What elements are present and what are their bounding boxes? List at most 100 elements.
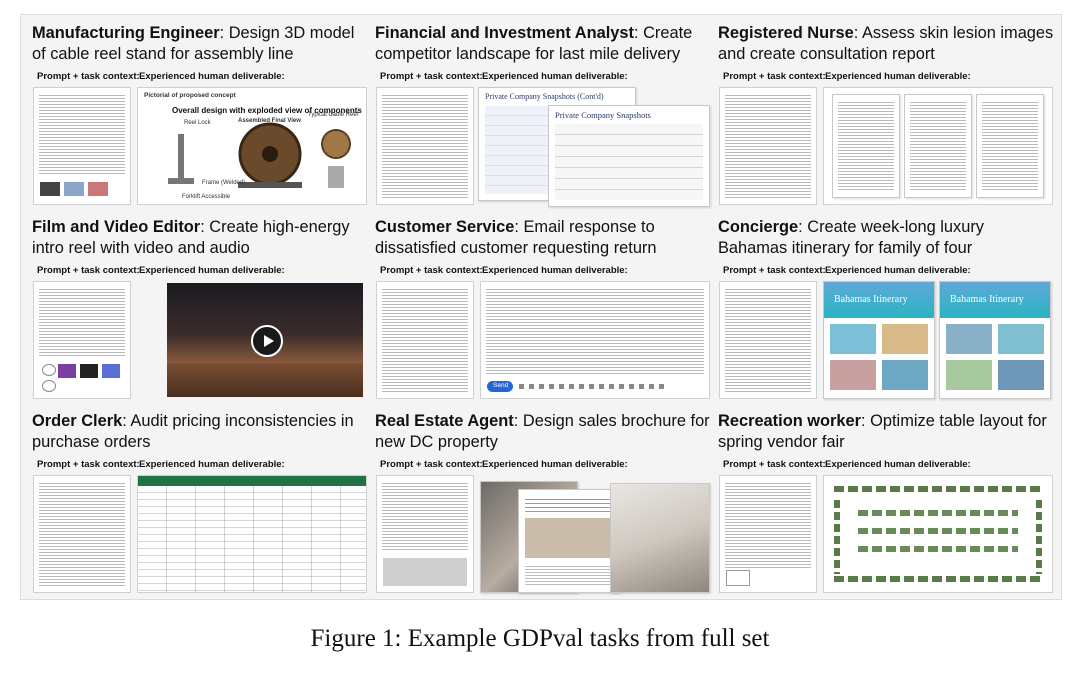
deliverable-label: Experienced human deliverable:: [139, 265, 285, 276]
task-description: Create high-energy intro reel with video…: [32, 218, 350, 257]
task-description: Create week-long luxury Bahamas itinerar…: [718, 218, 985, 257]
itinerary-page: Bahamas Itinerary: [823, 281, 935, 399]
task-role: Manufacturing Engineer: [32, 24, 220, 42]
deliverable-thumbnail: [823, 87, 1053, 205]
task-tile-recreation-worker: Recreation worker: Optimize table layout…: [713, 409, 1056, 597]
task-role: Concierge: [718, 218, 799, 236]
task-title: Concierge: Create week-long luxury Baham…: [718, 218, 985, 257]
part-label: Typical Cable Reel: [308, 112, 359, 118]
send-button[interactable]: Send: [487, 381, 513, 392]
prompt-thumbnail: [376, 87, 474, 205]
task-description: Audit pricing inconsistencies in purchas…: [32, 412, 354, 451]
video-clip-icon: [58, 364, 76, 378]
prompt-label: Prompt + task context:: [723, 265, 826, 276]
task-description: Email response to dissatisfied customer …: [375, 218, 657, 257]
report-page: [904, 94, 972, 198]
prompt-label: Prompt + task context:: [723, 459, 826, 470]
beach-photo: [940, 282, 1050, 318]
figure-caption: Figure 1: Example GDPval tasks from full…: [310, 625, 770, 652]
task-tile-customer-service: Customer Service: Email response to diss…: [370, 215, 713, 403]
attachment-icon: [64, 182, 84, 196]
beach-photo: [824, 282, 934, 318]
deliverable-label: Experienced human deliverable:: [825, 71, 971, 82]
deliverable-slide-front: Private Company Snapshots: [548, 105, 710, 207]
task-tile-concierge: Concierge: Create week-long luxury Baham…: [713, 215, 1056, 403]
task-tile-registered-nurse: Registered Nurse: Assess skin lesion ima…: [713, 21, 1056, 209]
video-clip-icon: [80, 364, 98, 378]
task-grid: Manufacturing Engineer: Design 3D model …: [27, 21, 1056, 597]
deliverable-label: Experienced human deliverable:: [139, 71, 285, 82]
brochure-page: [518, 489, 620, 593]
task-title: Financial and Investment Analyst: Create…: [375, 24, 693, 63]
prompt-thumbnail: [33, 475, 131, 593]
task-tile-film-video-editor: Film and Video Editor: Create high-energ…: [27, 215, 370, 403]
deliverable-label: Experienced human deliverable:: [482, 459, 628, 470]
prompt-thumbnail: [33, 87, 131, 205]
play-button[interactable]: [251, 325, 283, 357]
prompt-thumbnail: [719, 475, 817, 593]
spreadsheet-thumbnail: [137, 475, 367, 593]
deliverable-label: Experienced human deliverable:: [825, 265, 971, 276]
task-description: Optimize table layout for spring vendor …: [718, 412, 1047, 451]
deliverable-label: Experienced human deliverable:: [825, 459, 971, 470]
desert-ground: [167, 363, 363, 397]
deliverable-label: Experienced human deliverable:: [482, 265, 628, 276]
slide-title: Private Company Snapshots (Cont'd): [485, 92, 604, 101]
task-role: Financial and Investment Analyst: [375, 24, 634, 42]
prompt-thumbnail: [376, 281, 474, 399]
task-description: Assess skin lesion images and create con…: [718, 24, 1054, 63]
prompt-thumbnail: [376, 475, 474, 593]
prompt-label: Prompt + task context:: [380, 71, 483, 82]
prompt-label: Prompt + task context:: [380, 459, 483, 470]
task-tile-order-clerk: Order Clerk: Audit pricing inconsistenci…: [27, 409, 370, 597]
task-title: Order Clerk: Audit pricing inconsistenci…: [32, 412, 354, 451]
email-draft-thumbnail: Send: [480, 281, 710, 399]
cable-reel-illustration: [168, 122, 351, 188]
attachment-icon: [88, 182, 108, 196]
task-title: Registered Nurse: Assess skin lesion ima…: [718, 24, 1054, 63]
task-role: Film and Video Editor: [32, 218, 201, 236]
itinerary-title: Bahamas Itinerary: [834, 294, 908, 305]
deliverable-label: Experienced human deliverable:: [139, 459, 285, 470]
task-role: Order Clerk: [32, 412, 123, 430]
task-title: Recreation worker: Optimize table layout…: [718, 412, 1047, 451]
spreadsheet-grid: [138, 486, 366, 592]
deliverable-heading: Overall design with exploded view of com…: [172, 106, 362, 115]
task-role: Recreation worker: [718, 412, 862, 430]
figure-panel: Manufacturing Engineer: Design 3D model …: [20, 14, 1062, 600]
spreadsheet-toolbar: [138, 476, 366, 486]
video-frame[interactable]: [167, 283, 363, 397]
task-title: Customer Service: Email response to diss…: [375, 218, 657, 257]
part-label: Forklift Accessible: [182, 194, 231, 200]
prompt-label: Prompt + task context:: [723, 71, 826, 82]
brochure-interior-photo: [610, 483, 710, 593]
task-title: Film and Video Editor: Create high-energ…: [32, 218, 350, 257]
itinerary-page: Bahamas Itinerary: [939, 281, 1051, 399]
itinerary-title: Bahamas Itinerary: [950, 294, 1024, 305]
prompt-label: Prompt + task context:: [37, 459, 140, 470]
send-label: Send: [493, 382, 509, 389]
part-label: Reel Lock: [184, 120, 211, 126]
task-description: Design 3D model of cable reel stand for …: [32, 24, 355, 63]
deliverable-thumbnail: Pictorial of proposed concept Overall de…: [137, 87, 367, 205]
deliverable-label: Experienced human deliverable:: [482, 71, 628, 82]
formatting-toolbar: [519, 384, 669, 389]
task-tile-manufacturing-engineer: Manufacturing Engineer: Design 3D model …: [27, 21, 370, 209]
slide-title: Private Company Snapshots: [555, 110, 651, 120]
prompt-label: Prompt + task context:: [37, 71, 140, 82]
table-layout-diagram: [823, 475, 1053, 593]
task-title: Real Estate Agent: Design sales brochure…: [375, 412, 710, 451]
prompt-label: Prompt + task context:: [380, 265, 483, 276]
part-label: Assembled Final View: [238, 118, 301, 124]
report-page: [832, 94, 900, 198]
deliverable-title: Pictorial of proposed concept: [144, 92, 236, 99]
attachment-icon: [40, 182, 60, 196]
floor-plan-thumbnail: [726, 570, 750, 586]
reference-photos: [383, 558, 467, 586]
audio-icon: [42, 380, 56, 392]
task-tile-real-estate-agent: Real Estate Agent: Design sales brochure…: [370, 409, 713, 597]
task-title: Manufacturing Engineer: Design 3D model …: [32, 24, 355, 63]
play-icon: [264, 335, 274, 347]
task-description: Create competitor landscape for last mil…: [375, 24, 693, 63]
prompt-thumbnail: [719, 87, 817, 205]
